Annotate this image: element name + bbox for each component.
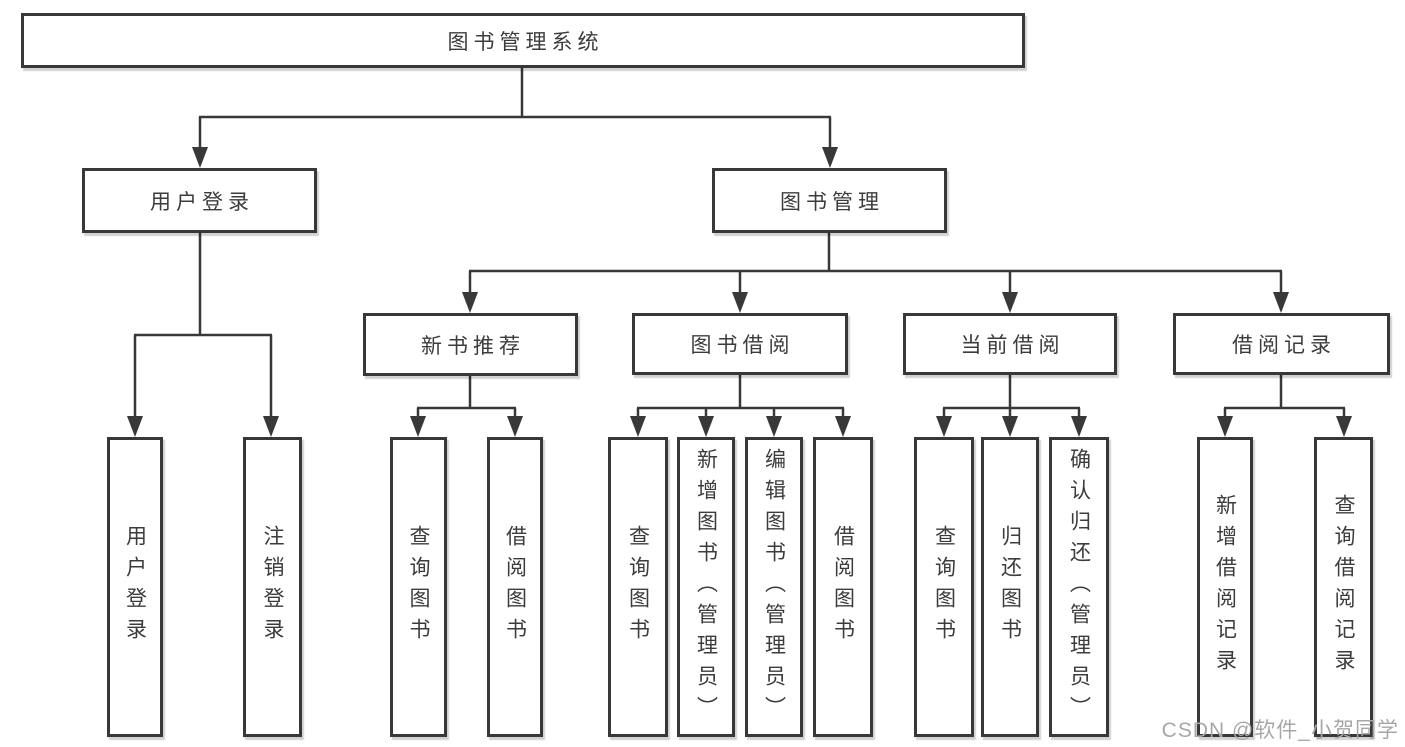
leaf-logout-label: 注销登录 <box>261 525 284 649</box>
leaf-cb-confirm-return-admin: 确认归还（管理员） <box>1049 437 1109 737</box>
csdn-watermark: CSDN @软件_小贺同学 <box>1161 719 1399 742</box>
node-root-label: 图书管理系统 <box>447 30 604 54</box>
leaf-cb-return-books-label: 归还图书 <box>998 525 1022 649</box>
node-current-borrow-label: 当前借阅 <box>960 334 1065 357</box>
leaf-bb-borrow-books-label: 借阅图书 <box>831 525 855 649</box>
node-current-borrow: 当前借阅 <box>903 313 1117 375</box>
leaf-bb-add-books-admin: 新增图书（管理员） <box>677 437 735 737</box>
leaf-user-login-label: 用户登录 <box>123 525 147 649</box>
leaf-nbr-query-books-label: 查询图书 <box>407 525 430 649</box>
leaf-bb-borrow-books: 借阅图书 <box>813 437 873 737</box>
node-user-login: 用户登录 <box>82 168 317 233</box>
leaf-bb-edit-books-admin-label: 编辑图书（管理员） <box>762 447 786 727</box>
leaf-br-add-record-label: 新增借阅记录 <box>1213 494 1237 680</box>
node-borrow-records-label: 借阅记录 <box>1232 334 1336 357</box>
node-new-book-recommend-label: 新书推荐 <box>421 334 525 358</box>
leaf-bb-edit-books-admin: 编辑图书（管理员） <box>745 437 803 737</box>
leaf-logout: 注销登录 <box>243 437 302 737</box>
connector-stems <box>198 68 1283 409</box>
node-book-management: 图书管理 <box>712 168 947 233</box>
leaf-nbr-borrow-books: 借阅图书 <box>487 437 543 737</box>
node-book-borrow-label: 图书借阅 <box>690 334 795 357</box>
leaf-br-query-record: 查询借阅记录 <box>1314 437 1373 737</box>
leaf-cb-query-books: 查询图书 <box>914 437 974 737</box>
leaf-user-login: 用户登录 <box>107 437 163 737</box>
node-root: 图书管理系统 <box>21 13 1025 68</box>
connector-rails <box>134 115 1345 410</box>
leaf-bb-query-books-label: 查询图书 <box>626 525 650 649</box>
node-book-borrow: 图书借阅 <box>632 313 848 375</box>
node-book-management-label: 图书管理 <box>780 190 884 214</box>
leaf-bb-add-books-admin-label: 新增图书（管理员） <box>694 447 718 727</box>
leaf-br-add-record: 新增借阅记录 <box>1197 437 1253 737</box>
leaf-bb-query-books: 查询图书 <box>608 437 668 737</box>
leaf-nbr-query-books: 查询图书 <box>390 437 447 737</box>
arrow-down-icons <box>127 117 1352 437</box>
leaf-nbr-borrow-books-label: 借阅图书 <box>503 525 527 649</box>
node-user-login-label: 用户登录 <box>150 190 254 214</box>
node-borrow-records: 借阅记录 <box>1173 313 1390 375</box>
leaf-cb-confirm-return-admin-label: 确认归还（管理员） <box>1067 447 1091 727</box>
node-new-book-recommend: 新书推荐 <box>363 313 578 376</box>
leaf-br-query-record-label: 查询借阅记录 <box>1332 494 1355 680</box>
leaf-cb-query-books-label: 查询图书 <box>932 525 956 649</box>
leaf-cb-return-books: 归还图书 <box>981 437 1039 737</box>
